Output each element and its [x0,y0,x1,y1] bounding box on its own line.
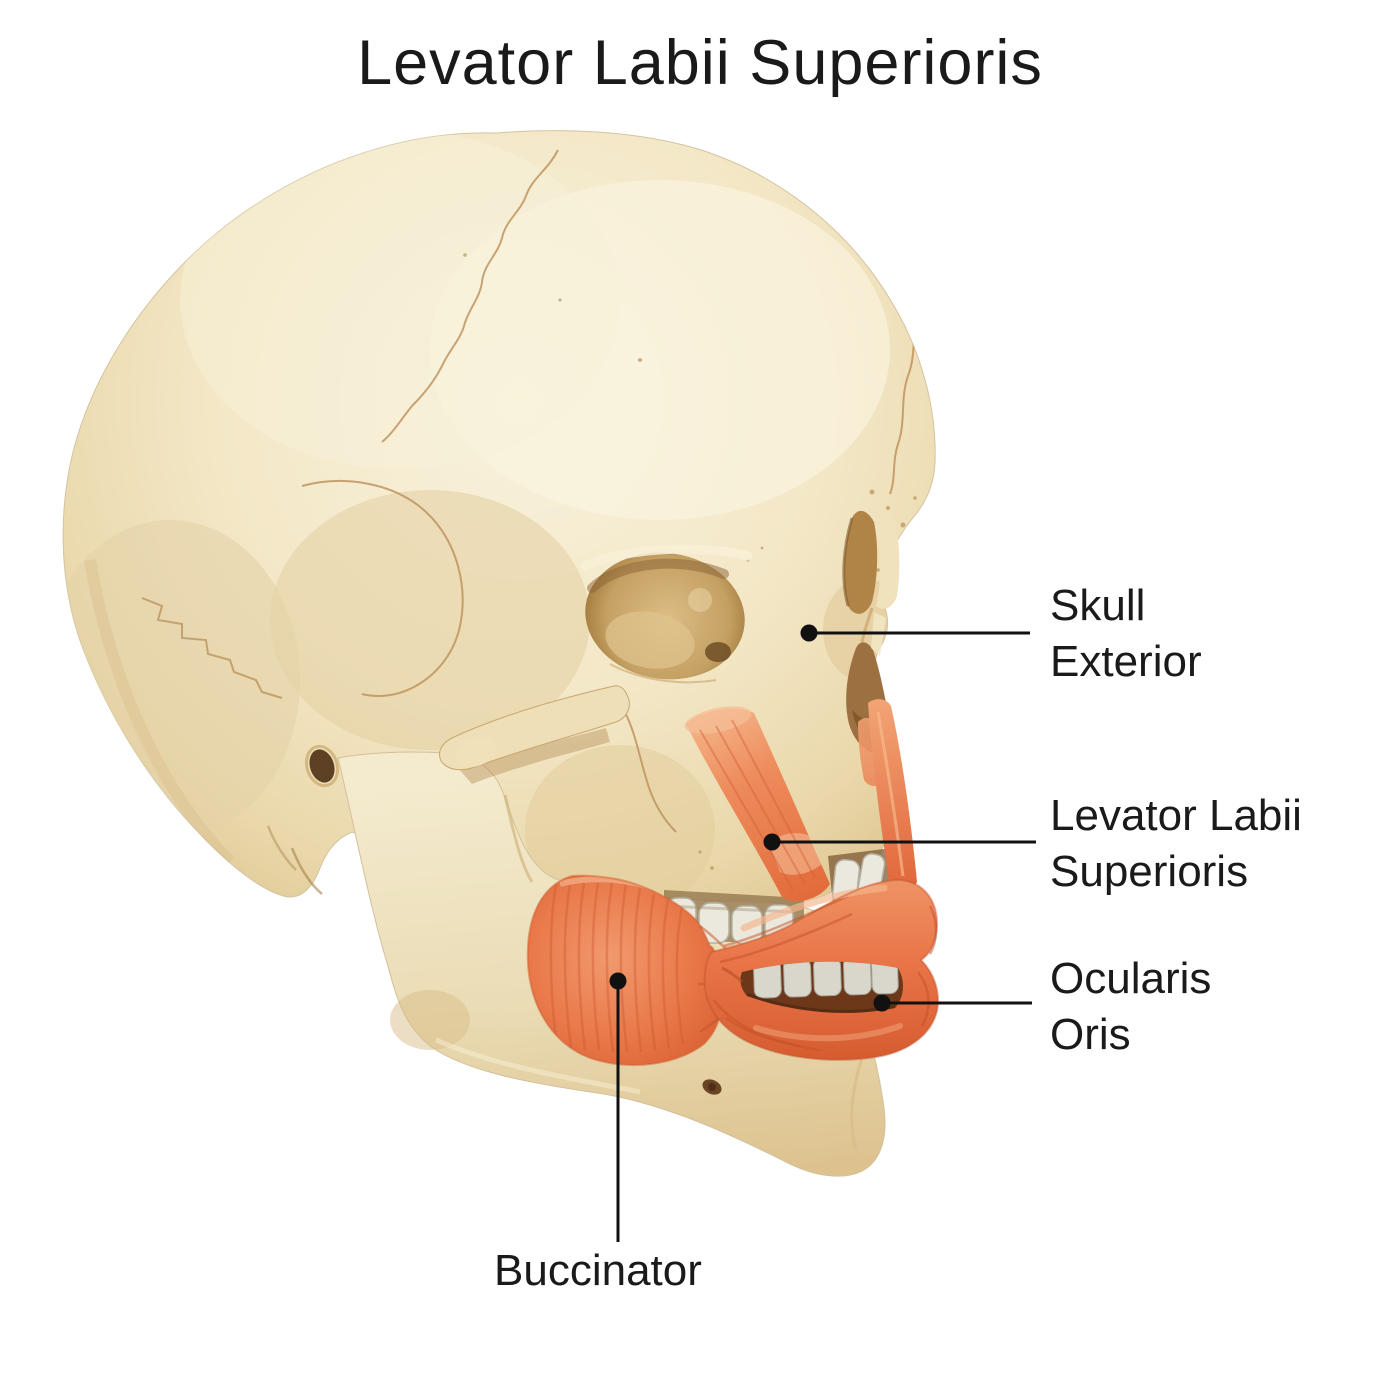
ear-canal [266,744,340,895]
leader-dot-skull-exterior [800,624,818,642]
label-levator-line1: Levator Labii [1050,791,1302,840]
page-title: Levator Labii Superioris [357,28,1043,98]
label-skull-exterior-line2: Exterior [1050,637,1202,686]
mental-foramen [702,1079,722,1095]
label-skull-exterior: Skull Exterior [1050,578,1202,690]
tooth [842,961,872,996]
far-eye-socket [842,510,900,614]
gonial-angle-shading [390,990,470,1050]
label-levator-line2: Superioris [1050,847,1249,896]
tooth [753,961,782,999]
temporal-shading [270,490,590,750]
parietal-highlight [180,130,620,470]
tooth [783,961,812,998]
tooth [813,961,842,997]
cranium [62,130,936,936]
ocularis-oris-muscle [703,878,939,1061]
chin-crease [850,1051,866,1151]
eye-socket [580,544,753,684]
label-ocularis-oris: Ocularis Oris [1050,951,1211,1063]
label-skull-exterior-line1: Skull [1050,581,1146,630]
label-ocularis-line1: Ocularis [1050,954,1212,1003]
label-ocularis-line2: Oris [1050,1010,1131,1059]
label-buccinator-line1: Buccinator [494,1246,702,1295]
orbit-rim-shadow [587,558,729,593]
zygomatic-arch [439,685,630,784]
tmj-condyle [454,736,498,768]
edge-shadow [84,559,235,867]
label-levator-labii-superioris: Levator Labii Superioris [1050,788,1302,900]
maxilla-shading [525,745,715,915]
levator-labii-far-strip [858,699,917,893]
label-buccinator: Buccinator [494,1243,702,1299]
leader-dot-ocularis [873,994,891,1012]
mouth-opening [721,961,904,1013]
buccinator-muscle [526,874,743,1067]
orbital-fissure [705,642,731,662]
levator-labii-superioris-muscle [684,706,830,902]
leader-dot-levator [763,833,781,851]
leader-lines [609,624,1036,1242]
brow-ridge-highlight [580,544,753,571]
ramus-crease [503,794,534,883]
leader-dot-buccinator [609,972,627,990]
